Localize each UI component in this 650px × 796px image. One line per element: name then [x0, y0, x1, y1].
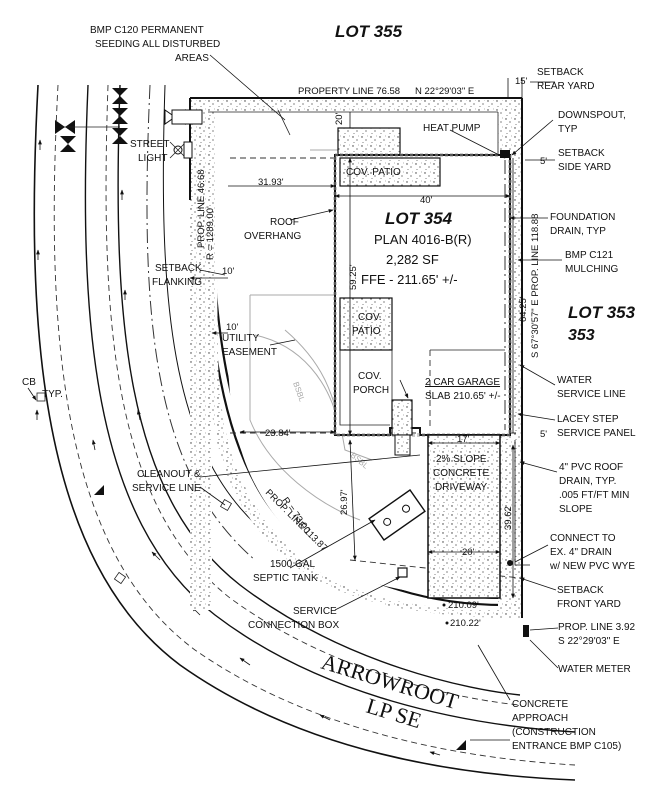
property-line-top-dim: PROPERTY LINE 76.58	[298, 86, 400, 97]
house-lot-label: LOT 354	[385, 209, 453, 228]
roof-drain-line	[514, 440, 530, 566]
side-setback-dim-a: 5'	[540, 156, 547, 167]
flanking-stipple	[190, 100, 212, 610]
approach-triangle-icon	[456, 740, 466, 750]
elev-21009-dim: 210.09'	[448, 600, 479, 611]
utility-flow-arrows	[35, 139, 441, 756]
dist-2384-dim: 23.84'	[265, 428, 291, 439]
garage-label: 2 CAR GARAGE	[425, 377, 500, 388]
drainfield-outline	[249, 149, 373, 521]
house-area-label: 2,282 SF	[386, 252, 439, 267]
cb-marker-icon	[113, 571, 127, 585]
prop-line-east-dim: S 67°30'57" E PROP. LINE 118.88	[530, 214, 541, 358]
downspout-icon	[500, 150, 510, 158]
water-meter-label: WATER METER	[558, 664, 631, 675]
cov-porch-label: COV.PORCH	[353, 371, 389, 396]
lot-353-label: LOT 353	[568, 303, 636, 322]
walkway	[394, 434, 411, 456]
cb-marker-icon	[36, 392, 46, 402]
cleanout-box-icon	[219, 498, 233, 512]
garage-17-dim: 17'	[457, 434, 470, 445]
dist-3962-dim: 39.62	[503, 506, 514, 530]
prop-line-west-dim: PROP. LINE 46.68	[196, 169, 207, 248]
house-width-dim: 40'	[420, 195, 433, 206]
cb-typ-label: CBTYP.	[22, 377, 63, 400]
north-setback-dim: 20'	[334, 112, 345, 125]
house-depth-dim: 59.25'	[348, 264, 359, 290]
service-connection-box-icon	[397, 567, 408, 578]
rear-setback-dim: 15'	[515, 76, 528, 87]
front-setback-20-dim: 20'	[462, 547, 475, 558]
garage-slab-label: SLAB 210.65' +/-	[425, 391, 501, 402]
lot-353-label-num: 353	[568, 327, 595, 344]
heat-pump-label: HEAT PUMP	[423, 123, 481, 134]
dimension-lines	[189, 78, 523, 599]
bearing-top-dim: N 22°29'03" E	[415, 86, 474, 97]
downspout-label: DOWNSPOUT,TYP	[558, 110, 626, 135]
septic-tank-icon	[368, 489, 426, 541]
valve-icons	[55, 88, 186, 152]
elev-21022-dim: 210.22'	[450, 618, 481, 629]
house-info: LOT 354 PLAN 4016-B(R) 2,282 SF FFE - 21…	[361, 209, 472, 287]
setback-10a-dim: 10'	[222, 266, 235, 277]
dist-3193-dim: 31.93'	[258, 177, 284, 188]
radius-1289-dim: R = 1289.00'	[205, 206, 216, 260]
cov-patio-mid-label: COV.PATIO	[352, 312, 382, 337]
water-meter-icon	[523, 625, 529, 637]
concrete-driveway	[427, 434, 501, 599]
side-setback-dim-b: 5'	[540, 429, 547, 440]
dist-2697-dim: 26.97'	[339, 489, 350, 515]
cov-patio-top-label: COV. PATIO	[346, 167, 401, 178]
rear-stipple	[208, 100, 508, 112]
callout-leaders	[27, 54, 562, 741]
house-ffe-label: FFE - 211.65' +/-	[361, 272, 458, 287]
utility-box-icon	[171, 109, 203, 125]
lot-355-label: LOT 355	[335, 22, 403, 41]
heat-pump-pad	[337, 127, 401, 159]
side-6425-dim: 64.25'	[518, 296, 529, 322]
cleanout-label: CLEANOUT &SERVICE LINE	[132, 469, 201, 494]
cleanout-triangle-icon	[94, 485, 104, 495]
house-plan-label: PLAN 4016-B(R)	[374, 232, 472, 247]
street-light-icon	[169, 141, 193, 159]
setback-10b-dim: 10'	[226, 322, 239, 333]
drain-connection-icon	[507, 560, 513, 566]
